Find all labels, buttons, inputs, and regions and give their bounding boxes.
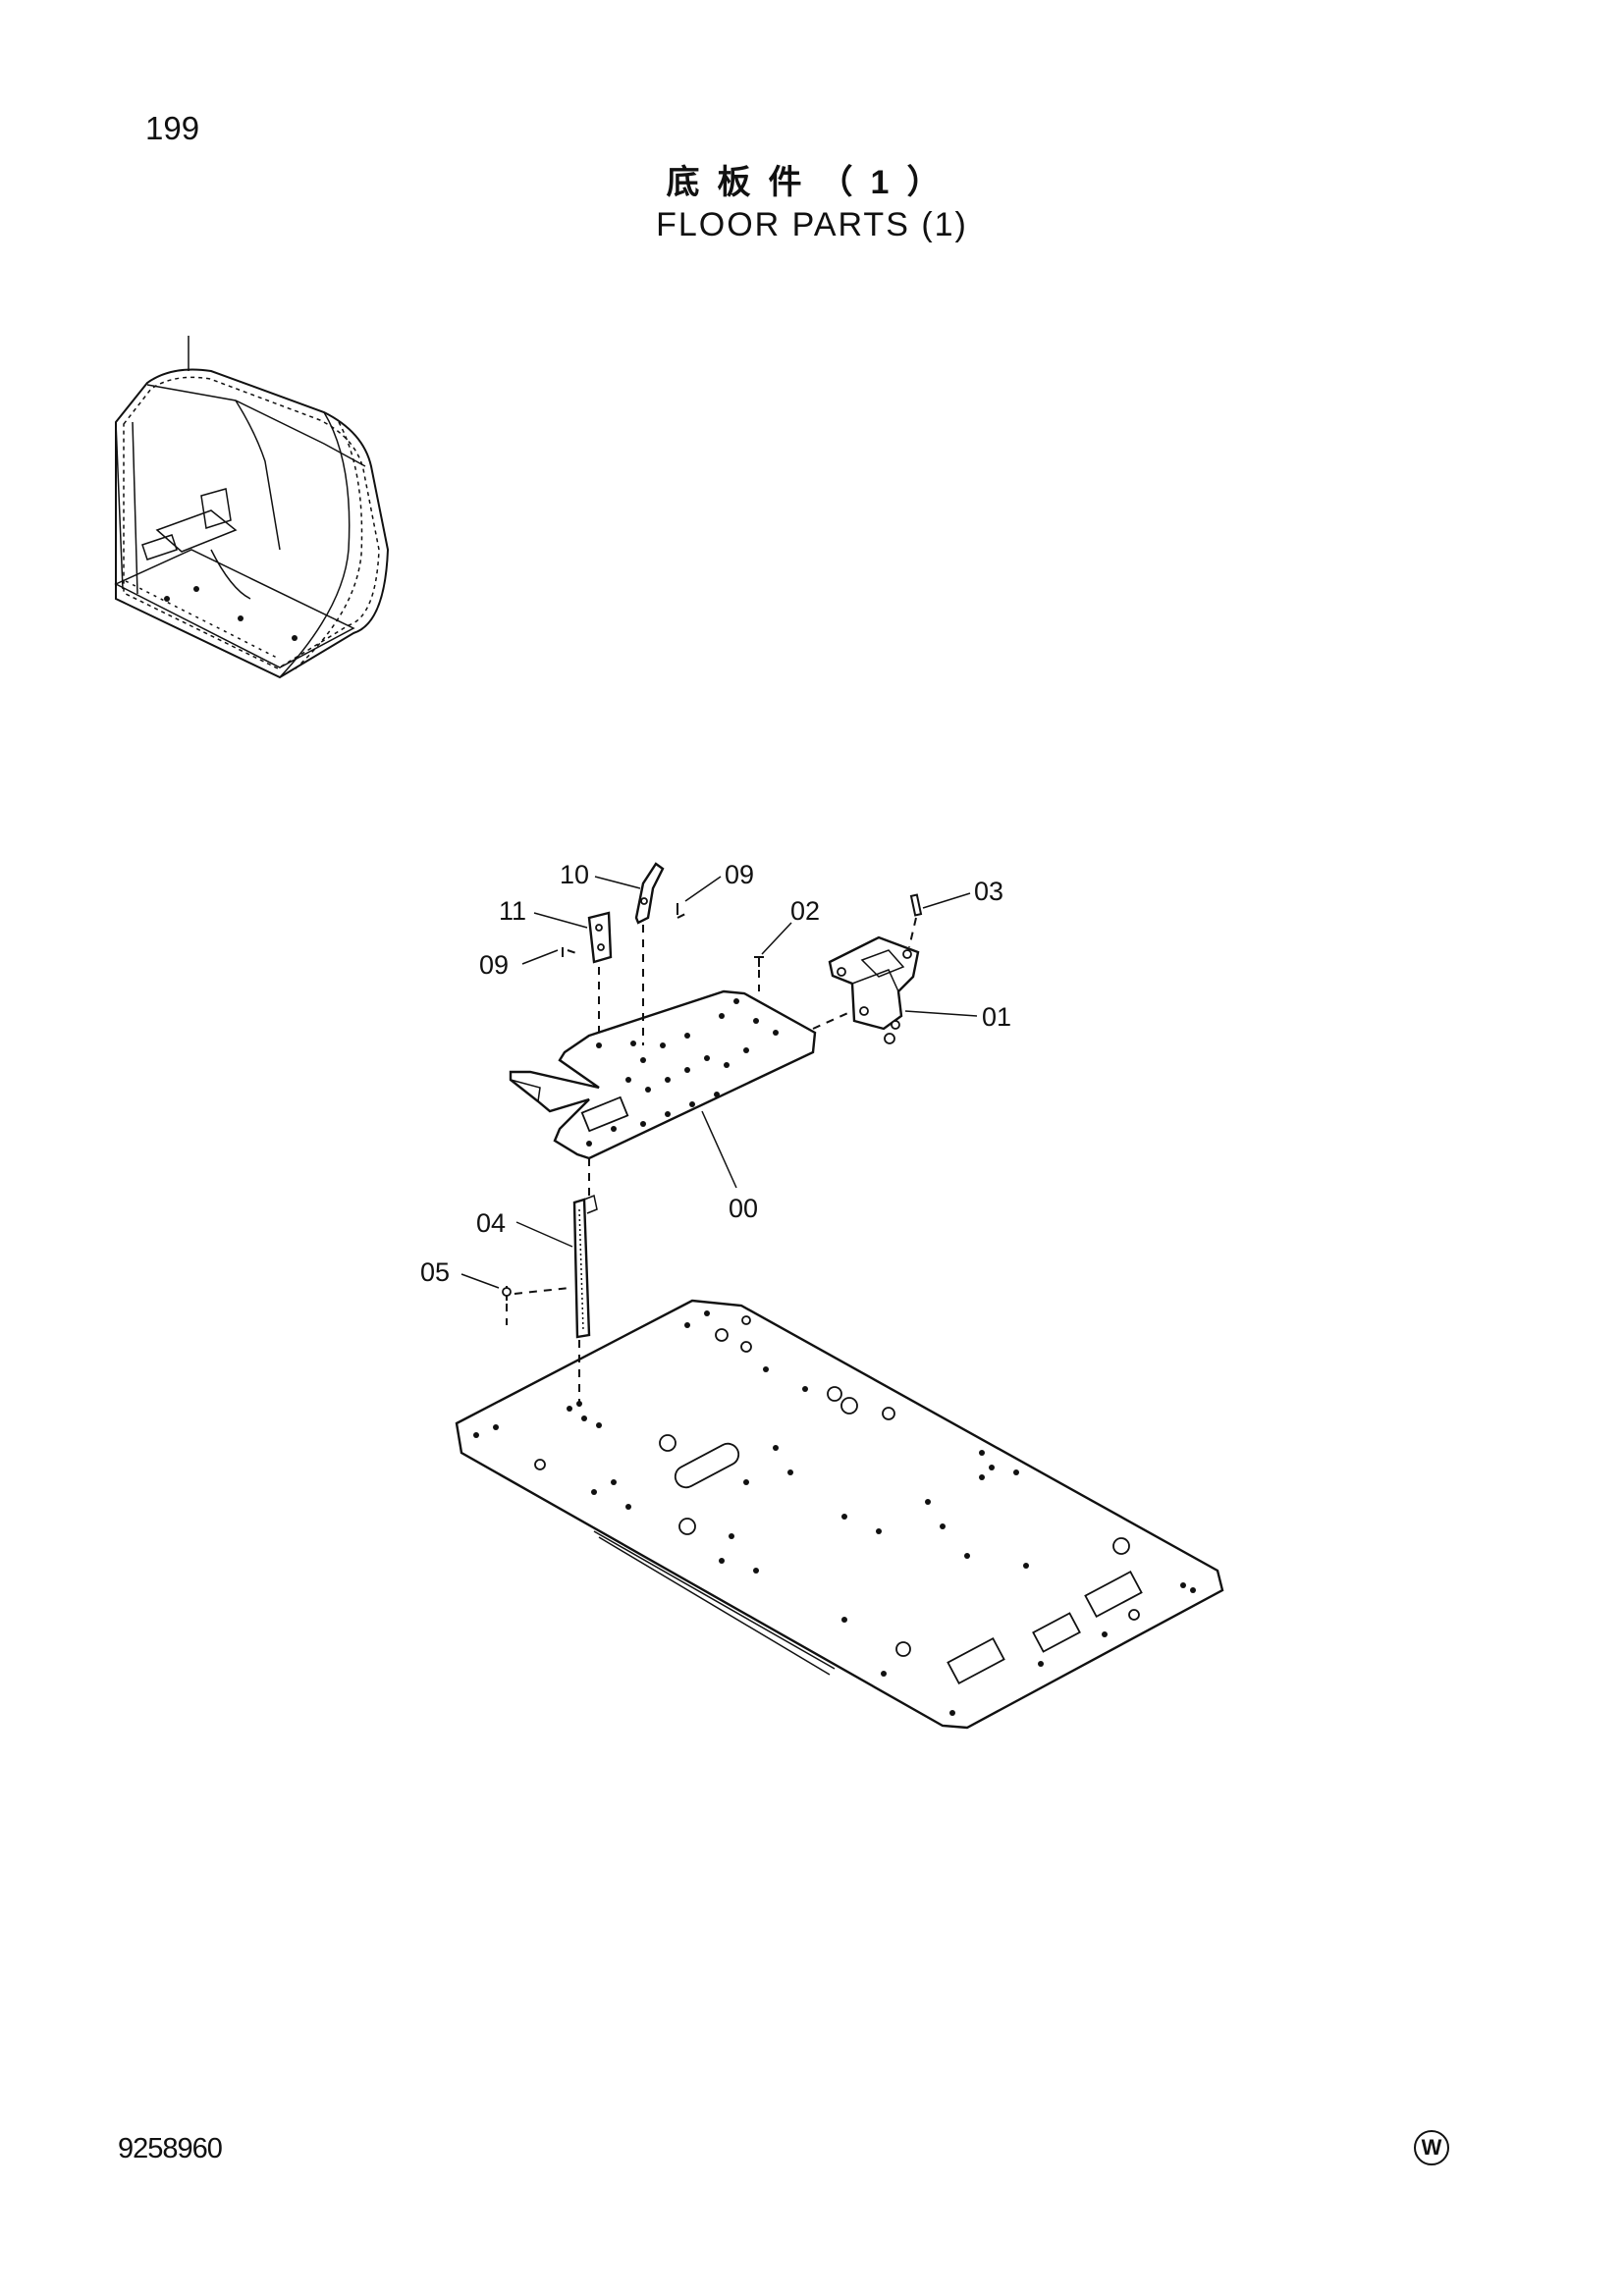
- floor-plate: [455, 1299, 1224, 1730]
- title-english: FLOOR PARTS (1): [656, 206, 968, 243]
- pin-03: [909, 893, 923, 917]
- page-number: 199: [145, 110, 200, 146]
- bracket-10: [634, 862, 665, 925]
- bracket-11: [587, 911, 613, 964]
- plate-00: [509, 989, 817, 1160]
- maker-mark: W: [1414, 2130, 1449, 2165]
- strip-04: [572, 1194, 598, 1339]
- callout-10: 10: [560, 860, 589, 889]
- callout-09-upper: 09: [725, 860, 754, 889]
- bracket-01: [828, 935, 920, 1044]
- callout-02: 02: [790, 896, 820, 926]
- bolt-02: [754, 956, 764, 967]
- callout-00: 00: [729, 1194, 758, 1223]
- callout-05: 05: [420, 1257, 450, 1287]
- callout-03: 03: [974, 877, 1003, 906]
- document-number: 9258960: [118, 2133, 223, 2164]
- bolt-05: [502, 1286, 512, 1301]
- callout-04: 04: [476, 1208, 506, 1238]
- assembly-lines: [506, 912, 917, 1409]
- leader-lines: [460, 876, 978, 1289]
- callout-09-left: 09: [479, 950, 509, 980]
- callout-01: 01: [982, 1002, 1011, 1032]
- callout-11: 11: [499, 896, 526, 926]
- cab-thumbnail: [114, 336, 390, 679]
- title-chinese: 底板件（1）: [666, 164, 958, 201]
